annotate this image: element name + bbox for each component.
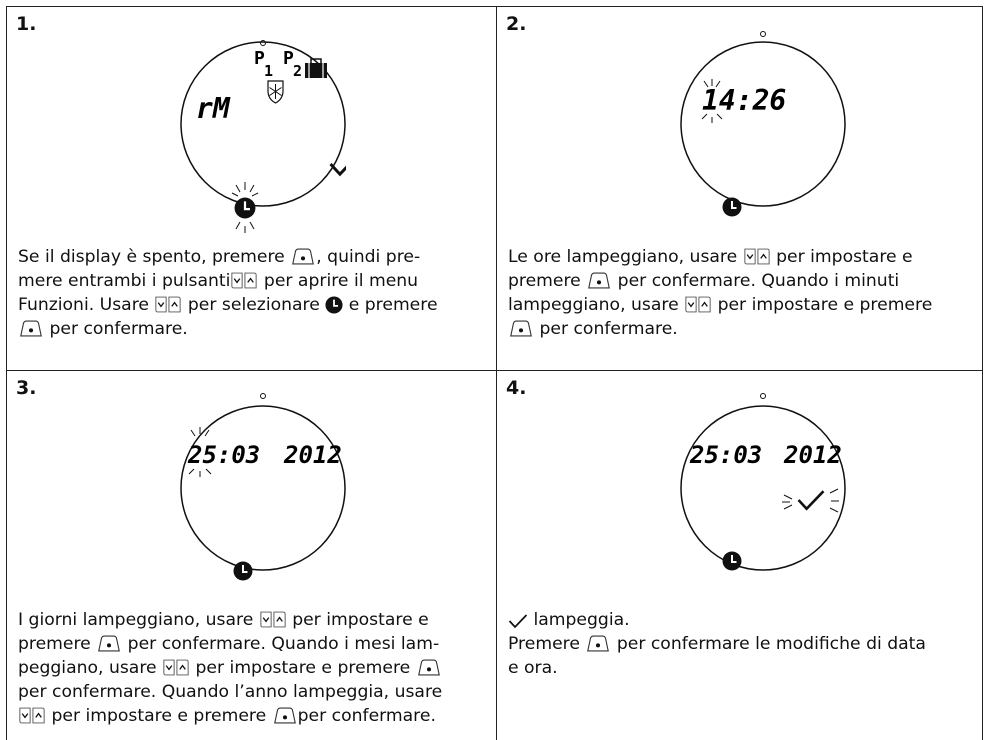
- text: e ora.: [508, 658, 558, 678]
- step-description: lampeggia. Premere per confermare le mod…: [508, 608, 978, 680]
- ok-button-icon: [586, 271, 612, 290]
- text: premere: [18, 634, 97, 654]
- p2-label: P: [283, 48, 294, 69]
- snowflake-shield-icon: [267, 80, 284, 104]
- text: Le ore lampeggiano, usare: [508, 247, 743, 267]
- clock-icon: [233, 561, 253, 581]
- text: per aprire il menu: [258, 271, 419, 291]
- text: Se il display è spento, premere: [18, 247, 291, 267]
- divider: [982, 6, 983, 740]
- text: per confermare.: [44, 319, 188, 339]
- date-readout: 25:03: [187, 441, 260, 469]
- text: premere: [508, 271, 587, 291]
- text: e premere: [343, 295, 438, 315]
- text: per selezionare: [182, 295, 326, 315]
- down-up-arrows-icon: [743, 247, 771, 266]
- clock-icon: [325, 296, 343, 314]
- suitcase-icon: [305, 58, 327, 78]
- ok-button-icon: [290, 247, 316, 266]
- divider: [496, 6, 497, 740]
- ok-button-icon: [508, 319, 534, 338]
- thermostat-display: 25:03 2012: [180, 393, 346, 581]
- led-indicator: [760, 31, 766, 37]
- blink-rays: [782, 488, 839, 513]
- text: per impostare e premere: [190, 658, 416, 678]
- text: , quindi pre-: [316, 247, 421, 267]
- step-number: 1.: [16, 13, 37, 35]
- step-4-cell: 4. 25:03 2012 lampeggia. Premere per con…: [498, 371, 986, 740]
- step-number: 4.: [506, 377, 527, 399]
- blink-rays: [701, 79, 723, 123]
- divider: [6, 6, 7, 740]
- year-readout: 2012: [283, 441, 342, 469]
- p2-sub: 2: [293, 62, 302, 80]
- down-up-arrows-icon: [259, 610, 287, 629]
- step-number: 2.: [506, 13, 527, 35]
- led-indicator: [260, 393, 266, 399]
- ok-button-icon: [416, 658, 442, 677]
- step-number: 3.: [16, 377, 37, 399]
- ok-button-icon: [96, 634, 122, 653]
- down-up-arrows-icon: [154, 295, 182, 314]
- thermostat-display: rM P 1 P 2: [180, 40, 346, 233]
- down-up-arrows-icon: [162, 658, 190, 677]
- display-ring: [180, 405, 346, 571]
- step-2-cell: 2. 14:26 Le ore lampeggiano, usare per i…: [498, 7, 986, 369]
- ok-button-icon: [585, 634, 611, 653]
- display-ring: [180, 41, 346, 207]
- text: per confermare.: [297, 706, 436, 726]
- clock-icon: [722, 197, 742, 217]
- text: per confermare.: [534, 319, 678, 339]
- display-ring: [680, 405, 846, 571]
- year-readout: 2012: [783, 441, 842, 469]
- step-description: I giorni lampeggiano, usare per impostar…: [18, 608, 488, 728]
- date-readout: 25:03: [689, 441, 762, 469]
- text: Premere: [508, 634, 586, 654]
- display-ring: [680, 41, 846, 207]
- thermostat-display: 14:26: [680, 31, 846, 217]
- text: peggiano, usare: [18, 658, 163, 678]
- time-readout: 14:26: [702, 84, 786, 117]
- step-1-cell: 1. rM P 1 P 2: [8, 7, 496, 369]
- p1-sub: 1: [264, 62, 273, 80]
- clock-icon: [231, 182, 259, 233]
- text: per confermare. Quando l’anno lampeggia,…: [18, 682, 443, 702]
- text: per confermare le modifiche di data: [611, 634, 926, 654]
- down-up-arrows-icon: [230, 271, 258, 290]
- ok-button-icon: [272, 706, 298, 725]
- text: per impostare e: [286, 610, 429, 630]
- text: per impostare e premere: [712, 295, 933, 315]
- text: lampeggia.: [528, 610, 630, 630]
- text: I giorni lampeggiano, usare: [18, 610, 259, 630]
- blink-rays: [188, 427, 212, 477]
- text: lampeggiano, usare: [508, 295, 685, 315]
- text: Funzioni. Usare: [18, 295, 155, 315]
- text: mere entrambi i pulsanti: [18, 271, 231, 291]
- divider: [6, 6, 983, 7]
- down-up-arrows-icon: [684, 295, 712, 314]
- step-description: Le ore lampeggiano, usare per impostare …: [508, 245, 978, 341]
- clock-icon: [722, 551, 742, 571]
- mode-text: rM: [196, 92, 231, 125]
- text: per confermare. Quando i mesi lam-: [122, 634, 440, 654]
- down-up-arrows-icon: [18, 706, 46, 725]
- p1-label: P: [254, 48, 265, 69]
- led-indicator: [760, 393, 766, 399]
- check-icon: [508, 613, 528, 629]
- thermostat-display: 25:03 2012: [680, 393, 846, 571]
- led-indicator: [260, 40, 266, 46]
- divider: [6, 370, 983, 371]
- step-description: Se il display è spento, premere , quindi…: [18, 245, 488, 341]
- text: per impostare e: [770, 247, 913, 267]
- text: per confermare. Quando i minuti: [612, 271, 900, 291]
- step-3-cell: 3. 25:03 2012 I giorni lampeggiano, usar…: [8, 371, 496, 740]
- ok-button-icon: [18, 319, 44, 338]
- text: per impostare e premere: [46, 706, 272, 726]
